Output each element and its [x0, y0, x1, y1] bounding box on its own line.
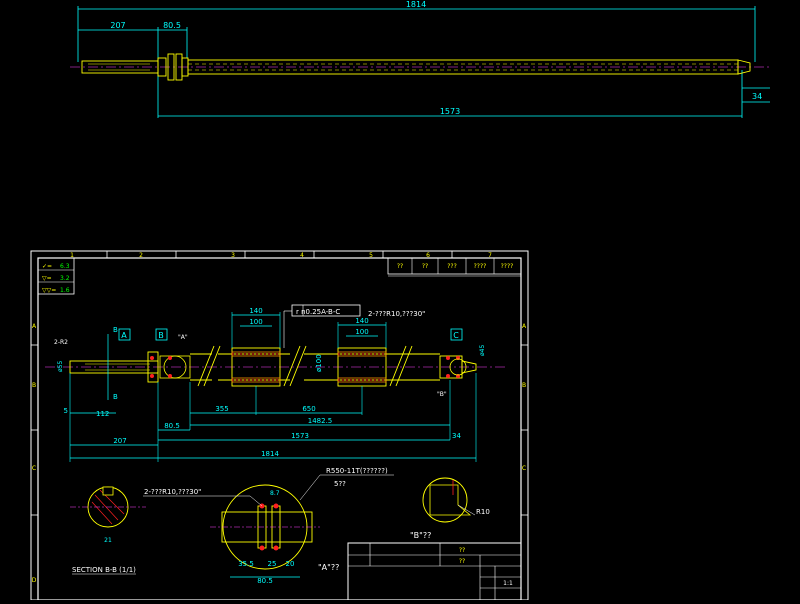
roughness-symbol-3: ▽▽= — [42, 287, 56, 294]
header-cell-2: ?? — [422, 263, 428, 270]
view-a-ref: "A" — [178, 334, 188, 341]
datum-b: B — [158, 331, 164, 340]
dim-34: 34 — [452, 432, 461, 440]
col-4: 4 — [300, 252, 304, 259]
runout-frame: r n0.25A-B-C — [296, 308, 340, 316]
title-block: ?? ?? 1:1 — [347, 542, 522, 601]
dim-100-b: 100 — [355, 328, 368, 336]
detail-b-title: "B"?? — [410, 531, 431, 540]
top-flange — [167, 53, 175, 81]
section-b-bottom: B — [113, 393, 118, 401]
dim-355: 355 — [215, 405, 228, 413]
header-cell-5: ???? — [501, 263, 514, 270]
header-cell-3: ??? — [447, 263, 457, 270]
title-block-scale: 1:1 — [503, 580, 513, 587]
header-cell-4: ???? — [474, 263, 487, 270]
detail-a-view: 2-???R10,???30" R550-11T(??????) 5?? 8.7… — [143, 467, 394, 585]
detail-dim-35: 35.5 — [238, 560, 254, 568]
row-b: B — [32, 382, 36, 389]
chamfer-note: 2-R2 — [54, 339, 68, 346]
section-b-b-title: SECTION B-B (1/1) — [72, 566, 136, 574]
bearing-note: R550-11T(??????) — [326, 467, 388, 475]
dim-right-dia: ø45 — [479, 345, 486, 356]
dim-650: 650 — [302, 405, 315, 413]
col-6: 6 — [426, 252, 430, 259]
title-block-row1: ?? — [459, 547, 465, 554]
top-shaft-tip — [737, 59, 751, 75]
col-1: 1 — [70, 252, 74, 259]
dim-dia-55: ø55 — [57, 361, 64, 372]
roughness-value-3: 1.6 — [60, 287, 70, 294]
top-elevation-view: 1814 207 80.5 1573 34 — [70, 0, 770, 118]
section-b-b-view: 21 SECTION B-B (1/1) — [70, 486, 146, 575]
roughness-value-1: 6.3 — [60, 263, 70, 270]
dim-body: 1573 — [440, 107, 460, 116]
detail-dim-20: 20 — [286, 560, 295, 568]
section-dim-21: 21 — [104, 537, 112, 544]
dim-207: 207 — [113, 437, 126, 445]
thread-note: 5?? — [334, 480, 346, 488]
detail-dim-80-5: 80.5 — [257, 577, 273, 585]
dim-100-a: 100 — [249, 318, 262, 326]
detail-a-title: "A"?? — [318, 563, 339, 572]
col-5: 5 — [369, 252, 373, 259]
dim-flange: 80.5 — [163, 21, 181, 30]
datum-a: A — [121, 331, 127, 340]
section-b-top: B — [113, 326, 118, 334]
groove-note-detail: 2-???R10,???30" — [144, 488, 201, 496]
dim-tip: 34 — [752, 92, 762, 101]
datum-c: C — [453, 331, 459, 340]
groove-note: 2-???R10,???30" — [368, 310, 425, 318]
row-a: A — [32, 323, 37, 330]
row-c: C — [32, 465, 36, 472]
col-3: 3 — [231, 252, 235, 259]
roughness-symbol-1: ✓= — [42, 263, 52, 270]
detail-b-radius: R10 — [476, 508, 490, 516]
dim-80-5: 80.5 — [164, 422, 180, 430]
dim-112: 112 — [96, 410, 109, 418]
view-b-ref: "B" — [437, 391, 447, 398]
header-table: ?? ?? ??? ???? ???? — [387, 257, 522, 277]
row-d: D — [32, 577, 37, 584]
dim-140-a: 140 — [249, 307, 262, 315]
detail-a-circle — [163, 355, 187, 379]
row-b-right: B — [522, 382, 526, 389]
row-c-right: C — [522, 465, 526, 472]
dim-overall: 1814 — [406, 0, 426, 9]
main-shaft-view: A B C "A" "B" B B 2-R2 r n0.25A-B-C 2-??… — [45, 304, 505, 462]
roughness-value-2: 3.2 — [60, 275, 70, 282]
roughness-legend: ✓= 6.3 ▽= 3.2 ▽▽= 1.6 — [37, 257, 75, 295]
roughness-symbol-2: ▽= — [42, 275, 52, 282]
col-7: 7 — [488, 252, 492, 259]
col-2: 2 — [139, 252, 143, 259]
dim-dia-100: ø100 — [315, 354, 323, 372]
dim-1482: 1482.5 — [308, 417, 333, 425]
detail-dim-25: 25 — [268, 560, 277, 568]
header-cell-1: ?? — [397, 263, 403, 270]
title-block-row2: ?? — [459, 558, 465, 565]
detail-b-view: R10 "B"?? — [410, 477, 490, 540]
dim-left: 207 — [110, 21, 125, 30]
dim-140-b: 140 — [355, 317, 368, 325]
row-a-right: A — [522, 323, 527, 330]
dim-1573: 1573 — [291, 432, 309, 440]
detail-dim-8: 8.7 — [270, 490, 280, 497]
dim-1814: 1814 — [261, 450, 279, 458]
dim-5: 5 — [64, 407, 68, 415]
